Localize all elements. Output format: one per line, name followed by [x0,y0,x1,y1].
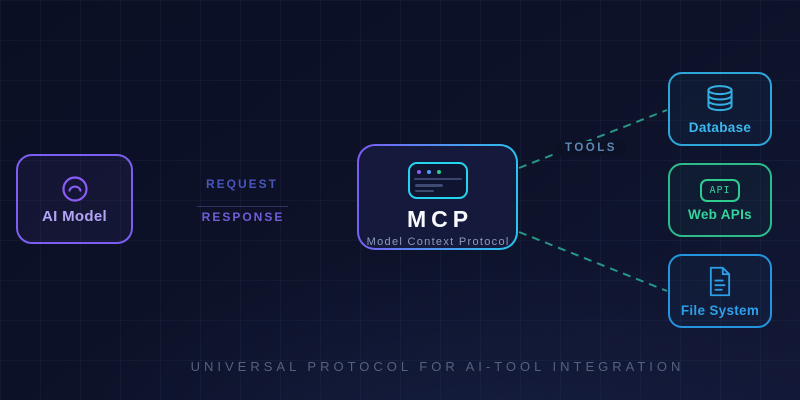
window-dot-green [436,170,441,174]
api-badge-text: API [709,184,731,196]
window-text-bar [414,189,434,192]
mcp-title: MCP [406,206,474,232]
web-apis-label: Web APIs [688,206,752,222]
ai-model-node: AI Model [16,154,133,244]
window-dot-blue [426,170,431,174]
window-text-bar [414,184,443,187]
database-label: Database [688,120,752,135]
api-badge-icon: API [700,178,740,202]
database-node: Database [668,72,772,146]
ai-model-label: AI Model [42,207,107,225]
mcp-subtitle: Model Context Protocol [366,236,510,248]
database-icon [707,85,733,112]
file-system-label: File System [680,302,760,318]
window-dot-purple [416,170,421,174]
request-response-divider [197,206,288,207]
file-system-node: File System [668,254,772,328]
tools-label: TOOLS [556,141,626,155]
mcp-node: MCP Model Context Protocol [357,144,518,250]
document-icon [709,266,731,296]
connector-mcp-file-system [518,231,668,292]
connector-mcp-database [518,109,668,169]
robot-face-icon [61,175,88,202]
request-label: REQUEST [205,177,278,191]
window-icon [407,162,468,199]
footer-caption: UNIVERSAL PROTOCOL FOR AI-TOOL INTEGRATI… [190,359,685,374]
window-divider [413,178,462,180]
web-apis-node: API Web APIs [668,163,772,237]
response-label: RESPONSE [201,210,285,224]
